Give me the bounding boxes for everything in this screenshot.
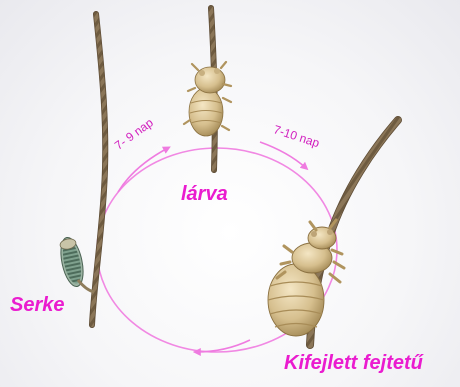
stage-label-egg: Serke <box>10 294 65 317</box>
stage-label-adult: Kifejlett fejtetű <box>284 352 423 375</box>
nit-on-hair-icon <box>57 235 94 292</box>
hair-strands <box>92 8 398 345</box>
stage-label-larva: lárva <box>181 183 228 206</box>
adult-louse-icon <box>268 220 344 336</box>
louse-nymph-icon <box>184 62 231 136</box>
